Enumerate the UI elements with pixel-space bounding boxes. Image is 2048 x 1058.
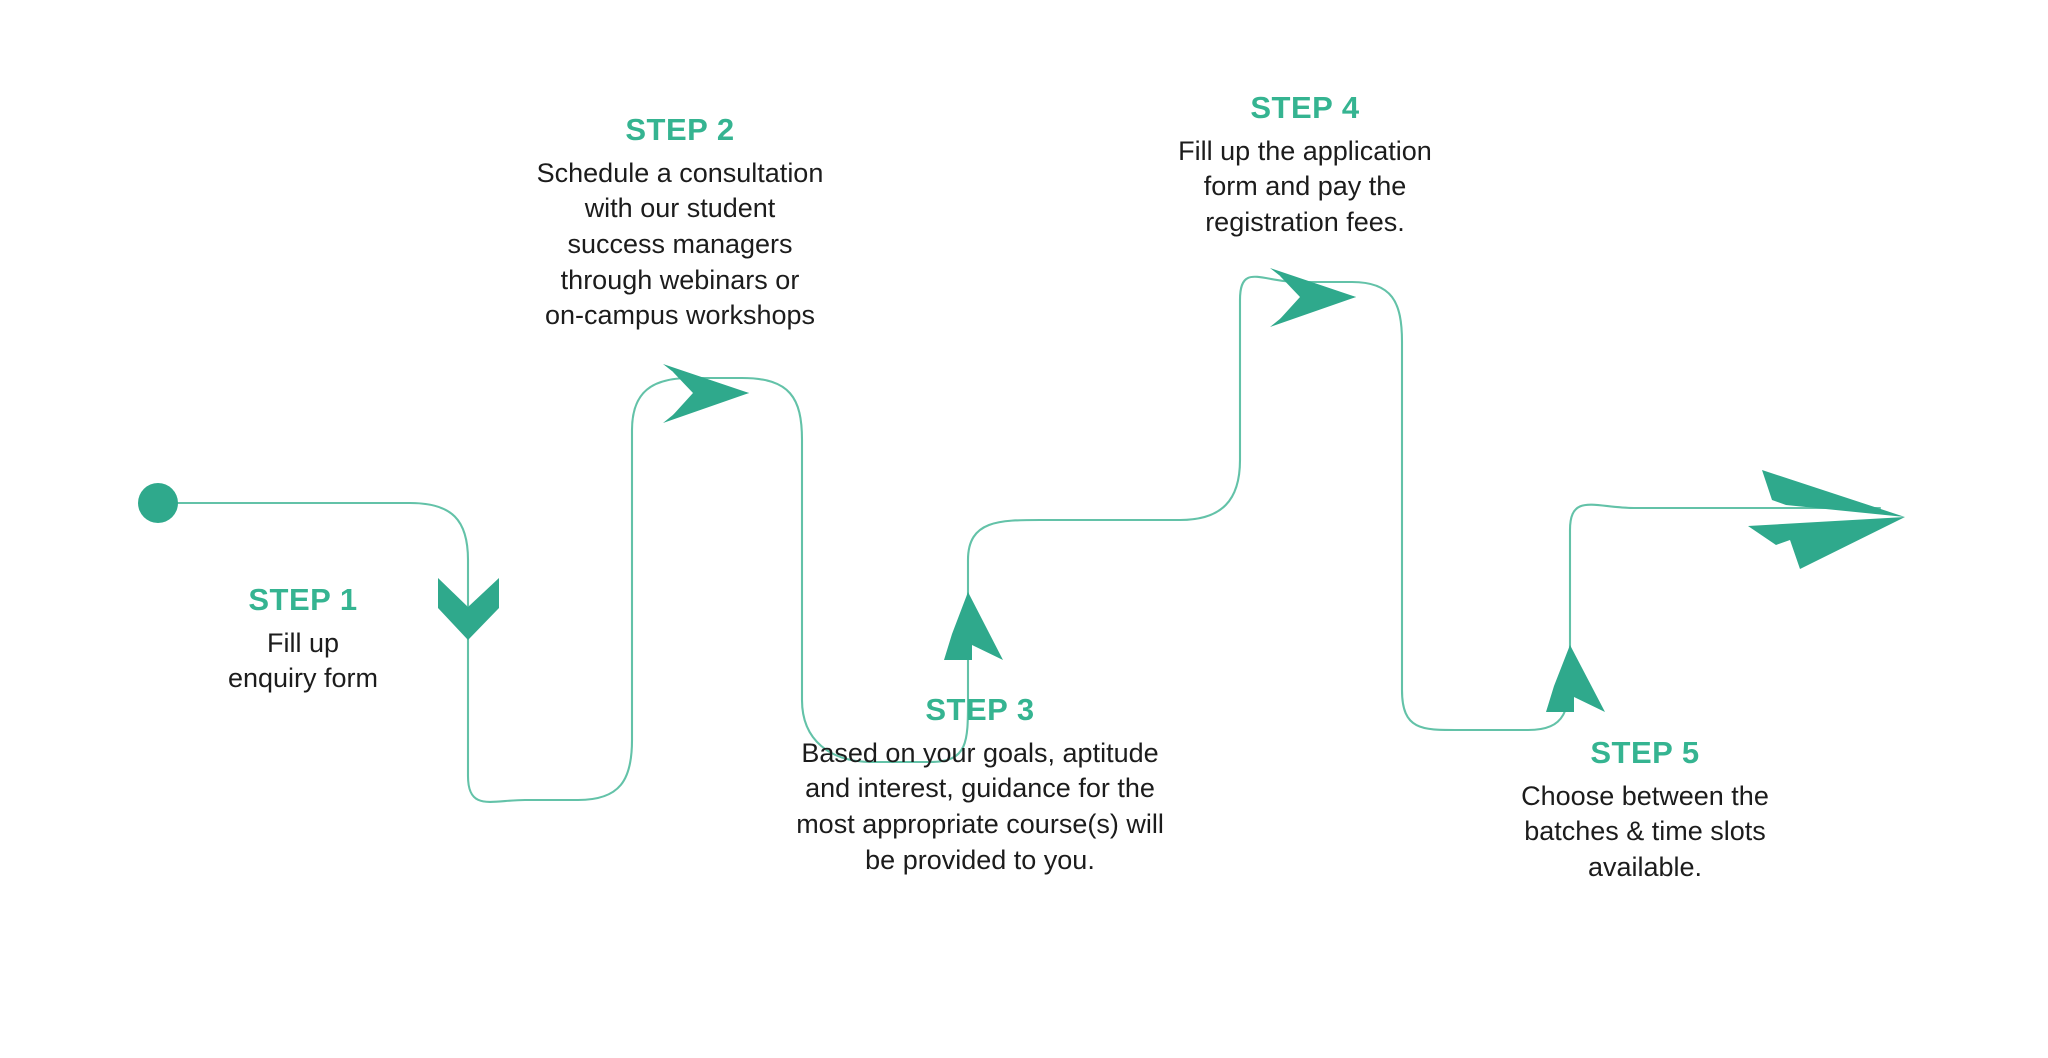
step-3-line-1: Based on your goals, aptitude [801, 737, 1159, 768]
step-5-description: Choose between the batches & time slots … [1445, 779, 1845, 886]
step-4-line-2: form and pay the [1203, 171, 1407, 202]
step-2-description: Schedule a consultation with our student… [470, 156, 890, 334]
step-4-line-1: Fill up the application [1178, 135, 1432, 166]
step-2-line-5: on-campus workshops [544, 300, 816, 331]
step-3-block: STEP 3 Based on your goals, aptitude and… [720, 692, 1240, 878]
step-3-description: Based on your goals, aptitude and intere… [720, 736, 1240, 879]
step-5-line-1: Choose between the [1521, 780, 1769, 811]
step-2-title: STEP 2 [625, 112, 735, 147]
step-4-block: STEP 4 Fill up the application form and … [1115, 90, 1495, 241]
end-paper-plane-arrow-icon [1748, 470, 1905, 569]
step-4-line-3: registration fees. [1205, 206, 1405, 237]
step-5-line-3: available. [1587, 851, 1703, 882]
step-2-line-4: through webinars or [560, 264, 800, 295]
step-1-block: STEP 1 Fill up enquiry form [138, 582, 468, 697]
step-3-arrow-up-icon [944, 592, 1003, 660]
step-3-title: STEP 3 [925, 692, 1035, 727]
step-5-block: STEP 5 Choose between the batches & time… [1445, 735, 1845, 886]
step-1-chevron-down-icon [438, 578, 499, 640]
step-1-title: STEP 1 [248, 582, 358, 617]
step-1-line-2: enquiry form [227, 663, 379, 694]
step-3-line-4: be provided to you. [865, 844, 1095, 875]
step-3-line-3: most appropriate course(s) will [796, 808, 1164, 839]
step-5-arrow-up-icon [1546, 645, 1605, 712]
start-point-circle [138, 483, 178, 523]
step-2-chevron-right-icon [663, 364, 749, 423]
step-5-line-2: batches & time slots [1524, 816, 1766, 847]
step-1-line-1: Fill up [266, 627, 340, 658]
step-2-line-3: success managers [567, 228, 793, 259]
step-2-line-1: Schedule a consultation [536, 157, 824, 188]
step-2-line-2: with our student [584, 193, 776, 224]
step-2-block: STEP 2 Schedule a consultation with our … [470, 112, 890, 334]
step-3-line-2: and interest, guidance for the [805, 773, 1155, 804]
step-4-chevron-right-icon [1270, 268, 1356, 327]
step-1-description: Fill up enquiry form [138, 626, 468, 697]
step-4-title: STEP 4 [1250, 90, 1360, 125]
step-4-description: Fill up the application form and pay the… [1115, 134, 1495, 241]
flow-connector-path [170, 275, 1882, 803]
step-5-title: STEP 5 [1590, 735, 1700, 770]
